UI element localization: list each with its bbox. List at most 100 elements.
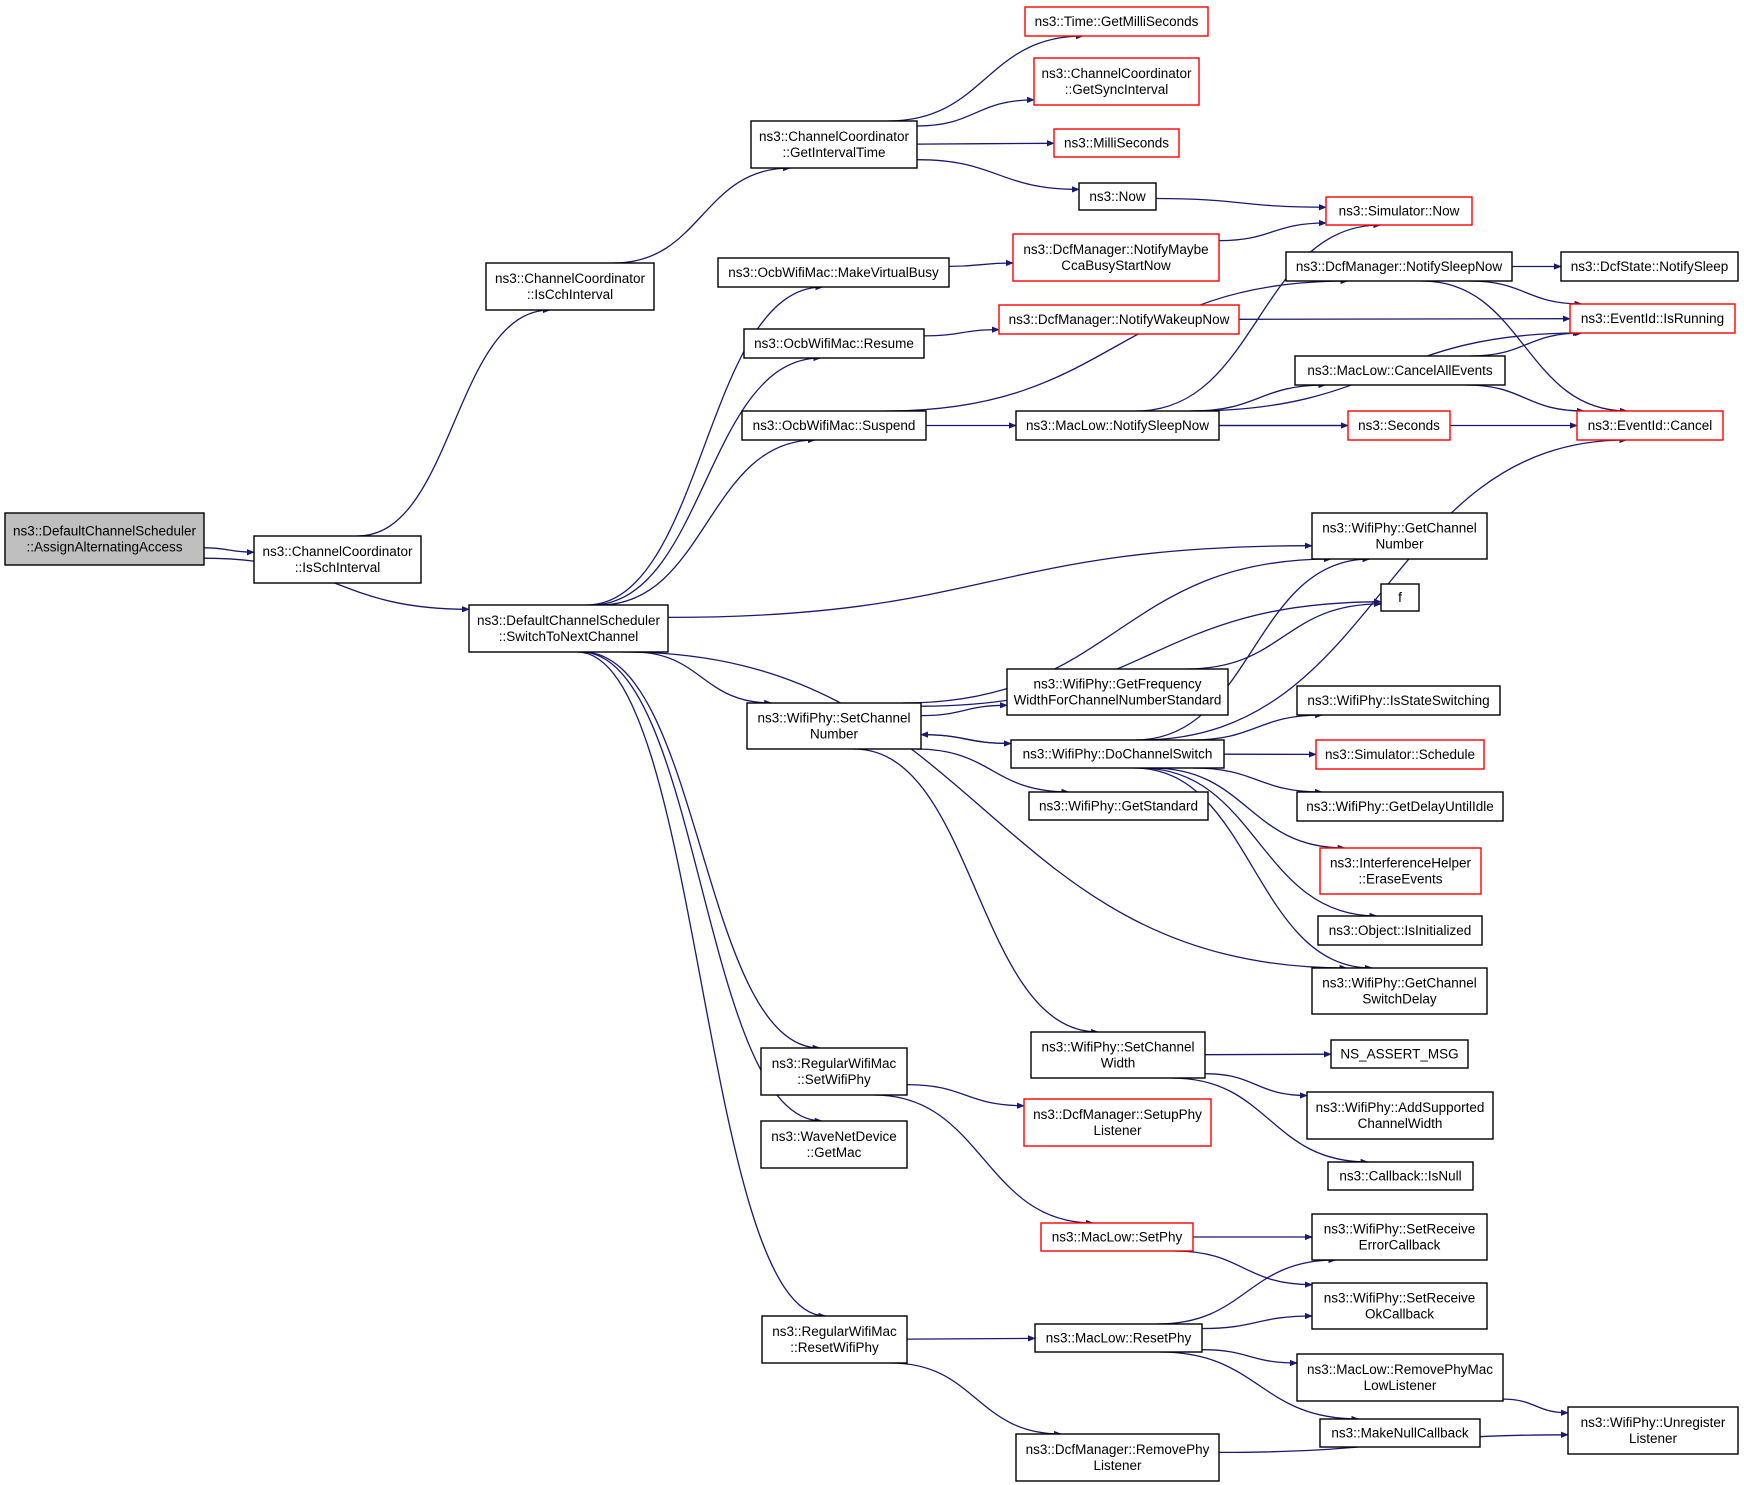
edge-isCch-to-getInterval [613,164,792,264]
node-isRunning[interactable]: ns3::EventId::IsRunning [1569,303,1736,334]
node-box [1034,1323,1203,1353]
node-makeNullCb[interactable]: ns3::MakeNullCallback [1319,1418,1481,1448]
edge-switchNext-to-regSetPhy [582,651,821,1052]
node-resume[interactable]: ns3::OcbWifiMac::Resume [743,328,925,359]
node-regResetPhy[interactable]: ns3::RegularWifiMac::ResetWifiPhy [761,1315,908,1364]
edge-line [1186,600,1382,670]
node-notifyMaybe[interactable]: ns3::DcfManager::NotifyMaybeCcaBusyStart… [1012,233,1220,282]
edge-doChanSwitch-to-eraseEvents [1151,767,1346,852]
node-getSync[interactable]: ns3::ChannelCoordinator::GetSyncInterval [1033,57,1200,106]
edge-line [622,651,1348,972]
node-eraseEvents[interactable]: ns3::InterferenceHelper::EraseEvents [1319,847,1482,895]
edge-regSetPhy-to-setupPhyListener [906,1083,1025,1109]
node-doChanSwitch[interactable]: ns3::WifiPhy::DoChannelSwitch [1010,739,1225,769]
edge-macSleepNow-to-simNow [1136,221,1382,412]
node-milliSec[interactable]: ns3::MilliSeconds [1053,128,1180,158]
node-isStateSwitching[interactable]: ns3::WifiPhy::IsStateSwitching [1296,685,1501,716]
node-cancelAll[interactable]: ns3::MacLow::CancelAllEvents [1294,355,1506,386]
node-label-line: ns3::EventId::Cancel [1588,418,1713,433]
node-makeVB[interactable]: ns3::OcbWifiMac::MakeVirtualBusy [717,257,950,288]
edge-line [1155,197,1327,211]
edge-line [874,1094,1094,1227]
edge-line [890,1362,1062,1438]
node-label-line: ns3::WifiPhy::GetFrequency [1033,677,1201,692]
node-waveGetMac[interactable]: ns3::WaveNetDevice::GetMac [760,1120,908,1169]
node-label-line: ns3::DcfManager::SetupPhy [1033,1107,1202,1122]
node-box [1015,1433,1220,1482]
node-switchNext[interactable]: ns3::DefaultChannelScheduler::SwitchToNe… [468,604,669,653]
node-label-line: ns3::WifiPhy::GetChannel [1322,976,1477,991]
node-box [4,512,205,566]
node-isCch[interactable]: ns3::ChannelCoordinator::IsCchInterval [485,262,655,311]
node-isSch[interactable]: ns3::ChannelCoordinator::IsSchInterval [253,535,422,584]
node-label-line: ns3::DcfManager::NotifySleepNow [1296,259,1503,274]
node-seconds[interactable]: ns3::Seconds [1347,410,1451,441]
node-label-line: ns3::DcfManager::NotifyWakeupNow [1009,312,1230,327]
node-getInterval[interactable]: ns3::ChannelCoordinator::GetIntervalTime [750,120,918,169]
node-box [741,410,927,441]
edge-line [916,159,1080,193]
node-cancel[interactable]: ns3::EventId::Cancel [1576,410,1724,441]
node-box [1317,915,1483,946]
node-label-line: ns3::InterferenceHelper [1330,856,1472,871]
node-notifyWakeup[interactable]: ns3::DcfManager::NotifyWakeupNow [998,304,1240,335]
node-f[interactable]: f [1380,583,1420,612]
node-nsAssert[interactable]: NS_ASSERT_MSG [1330,1039,1469,1069]
node-label-line: CcaBusyStartNow [1061,258,1171,273]
edge-macResetPhy-to-removePhyMac [1201,1349,1298,1367]
edge-line [1191,381,1327,412]
node-label-line: ChannelWidth [1358,1116,1443,1131]
node-label-line: ns3::MacLow::SetPhy [1052,1230,1183,1245]
node-box [760,1120,908,1169]
node-macSleepNow[interactable]: ns3::MacLow::NotifySleepNow [1015,410,1220,441]
node-box [1576,410,1724,441]
node-box [1015,410,1220,441]
node-simSchedule[interactable]: ns3::Simulator::Schedule [1315,739,1485,770]
edge-macResetPhy-to-setRecvErr [1157,1256,1337,1325]
node-cbIsNull[interactable]: ns3::Callback::IsNull [1327,1161,1474,1191]
edge-switchNext-to-setChanNum [632,651,773,707]
edge-line [1190,711,1324,741]
node-label-line: ::SwitchToNextChannel [499,629,639,644]
node-dcfSleepNow[interactable]: ns3::DcfManager::NotifySleepNow [1285,251,1513,282]
node-label-line: Number [810,727,859,742]
edge-line [906,1083,1025,1109]
node-now[interactable]: ns3::Now [1078,182,1157,211]
node-getMilli[interactable]: ns3::Time::GetMilliSeconds [1024,6,1209,37]
node-isInitialized[interactable]: ns3::Object::IsInitialized [1317,915,1483,946]
edge-layer [203,32,1628,1454]
node-getDelayIdle[interactable]: ns3::WifiPhy::GetDelayUntilIdle [1296,791,1504,822]
node-getStandard[interactable]: ns3::WifiPhy::GetStandard [1028,791,1209,821]
node-box [1078,182,1157,211]
edge-line [667,542,1313,619]
node-label-line: ns3::RegularWifiMac [772,1056,897,1071]
node-regSetPhy[interactable]: ns3::RegularWifiMac::SetWifiPhy [760,1047,908,1096]
node-label-line: Listener [1093,1458,1142,1473]
node-box [1330,1039,1469,1069]
node-label-line: ::ResetWifiPhy [790,1340,879,1355]
edge-removePhyMac-to-unregListener [1502,1398,1569,1416]
edge-dcfSleepNow-to-isRunning [1469,280,1583,308]
node-box [253,535,422,584]
node-getFreqWidth[interactable]: ns3::WifiPhy::GetFrequencyWidthForChanne… [1006,668,1229,716]
node-label-line: ns3::WifiPhy::DoChannelSwitch [1023,747,1213,762]
node-suspend[interactable]: ns3::OcbWifiMac::Suspend [741,410,927,441]
node-simNow[interactable]: ns3::Simulator::Now [1325,196,1473,226]
edge-regResetPhy-to-macResetPhy [906,1335,1036,1342]
node-macSetPhy[interactable]: ns3::MacLow::SetPhy [1040,1222,1194,1252]
node-macResetPhy[interactable]: ns3::MacLow::ResetPhy [1034,1323,1203,1353]
node-dcfStateSleep[interactable]: ns3::DcfState::NotifySleep [1560,251,1739,282]
edge-line [1421,280,1628,415]
node-assign[interactable]: ns3::DefaultChannelScheduler::AssignAlte… [4,512,205,566]
